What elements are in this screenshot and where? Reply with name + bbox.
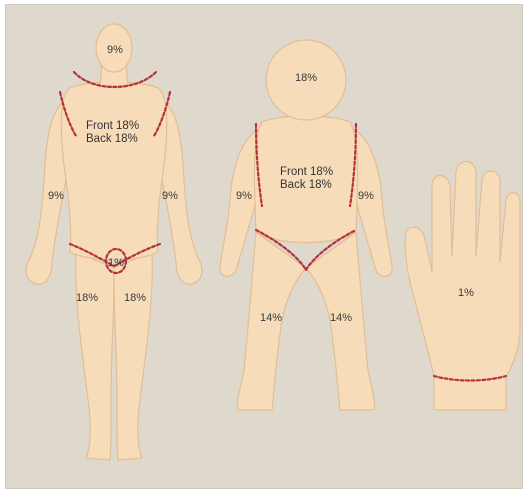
hand-palm-label: 1% (458, 287, 474, 299)
adult-left-leg-label: 18% (76, 292, 98, 304)
adult-right-leg-label: 18% (124, 292, 146, 304)
adult-left-leg (76, 252, 114, 460)
hand-figure (405, 162, 520, 411)
child-figure (220, 40, 392, 410)
adult-torso-back-label: Back 18% (86, 133, 139, 146)
child-left-arm-label: 9% (236, 190, 252, 202)
adult-left-arm-label: 9% (48, 190, 64, 202)
child-right-leg-label: 14% (330, 312, 352, 324)
child-torso-labels: Front 18% Back 18% (280, 166, 333, 192)
adult-torso-labels: Front 18% Back 18% (86, 120, 139, 146)
hand-shape (405, 162, 520, 411)
adult-torso-front-label: Front 18% (86, 120, 139, 133)
child-torso-front-label: Front 18% (280, 166, 333, 179)
adult-right-leg (114, 252, 152, 460)
adult-perineum-label: 1% (108, 257, 124, 269)
adult-right-arm-label: 9% (162, 190, 178, 202)
child-torso-back-label: Back 18% (280, 179, 333, 192)
child-right-arm (354, 130, 392, 276)
adult-figure (26, 24, 202, 460)
adult-head-label: 9% (107, 44, 123, 56)
child-head-label: 18% (295, 72, 317, 84)
child-right-arm-label: 9% (358, 190, 374, 202)
child-left-arm (220, 130, 258, 276)
adult-torso (61, 82, 167, 260)
child-left-leg-label: 14% (260, 312, 282, 324)
